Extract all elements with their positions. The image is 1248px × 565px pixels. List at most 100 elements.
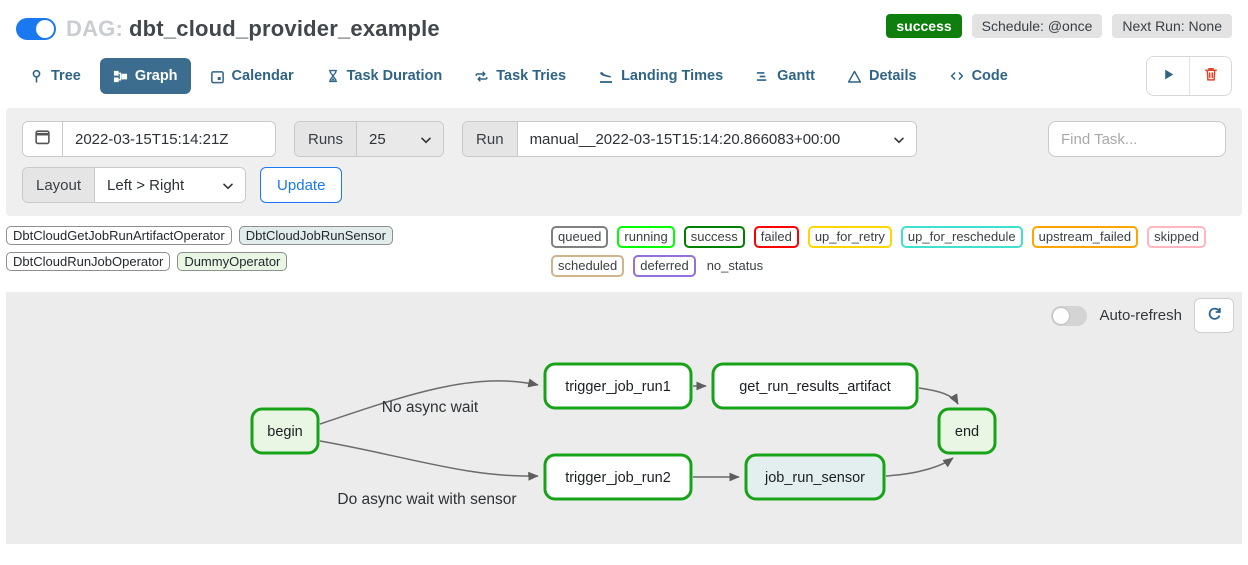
operator-legend-badge[interactable]: DbtCloudRunJobOperator [6, 252, 171, 271]
edge-job_run_sensor-to-end [885, 457, 954, 477]
num-runs-value: 25 [369, 130, 386, 148]
layout-select[interactable]: Left > Right [95, 168, 246, 202]
node-label: end [955, 424, 979, 440]
status-legend-queued[interactable]: queued [551, 226, 609, 248]
tab-label: Graph [134, 68, 178, 84]
dag-run-select[interactable]: manual__2022-03-15T15:14:20.866083+00:00 [517, 122, 916, 156]
plane-landing-icon [598, 68, 614, 84]
auto-refresh-toggle[interactable] [1051, 305, 1088, 326]
dag-node-end[interactable]: end [937, 407, 997, 455]
tree-pin-icon [29, 68, 44, 84]
tab-tree[interactable]: Tree [16, 58, 94, 94]
update-button[interactable]: Update [260, 167, 343, 203]
layout-label: Layout [23, 168, 96, 202]
gantt-icon [755, 69, 770, 84]
status-legend-up_for_reschedule[interactable]: up_for_reschedule [900, 226, 1023, 248]
status-legend-no_status[interactable]: no_status [706, 258, 764, 273]
status-legend-failed[interactable]: failed [753, 226, 799, 248]
tab-gantt[interactable]: Gantt [742, 58, 828, 94]
status-legend-up_for_retry[interactable]: up_for_retry [807, 226, 892, 248]
dag-pause-toggle[interactable] [16, 18, 56, 40]
operator-legend-badge[interactable]: DbtCloudJobRunSensor [238, 226, 393, 245]
dag-node-trigger_job_run2[interactable]: trigger_job_run2 [543, 453, 693, 501]
status-legend-deferred[interactable]: deferred [633, 255, 696, 277]
tab-calendar[interactable]: Calendar [197, 58, 307, 94]
graph-icon [113, 69, 128, 84]
tab-label: Task Duration [346, 68, 443, 84]
tab-details[interactable]: Details [834, 58, 930, 94]
legend-statuses: queued running success failed up_for_retry up… [551, 226, 1242, 277]
find-task-input[interactable] [1048, 121, 1226, 157]
status-legend-upstream_failed[interactable]: upstream_failed [1031, 226, 1139, 248]
chevron-down-icon [421, 131, 431, 148]
tab-label: Calendar [231, 68, 294, 84]
toggle-knob [1053, 307, 1070, 324]
refresh-button[interactable] [1194, 298, 1234, 333]
runs-label: Runs [295, 122, 358, 156]
graph-controls: Auto-refresh [1051, 298, 1234, 333]
chevron-down-icon [893, 131, 904, 148]
edge-get_run_results_artifact-to-end [918, 387, 959, 405]
calendar-icon [210, 69, 225, 84]
trigger-dag-button[interactable] [1147, 57, 1189, 95]
edge-label: No async wait [382, 399, 479, 416]
repeat-icon [474, 69, 489, 84]
next-run-badge: Next Run: None [1112, 14, 1232, 38]
dag-id: dbt_cloud_provider_example [129, 16, 440, 41]
calendar-picker-button[interactable] [23, 122, 63, 156]
node-label: job_run_sensor [764, 470, 865, 486]
run-label: Run [463, 122, 518, 156]
graph-filter-panel: Runs 25 Run manual__2022-03-15T15:14:20.… [6, 108, 1242, 216]
dag-node-trigger_job_run1[interactable]: trigger_job_run1 [543, 362, 693, 410]
dag-run-group: Run manual__2022-03-15T15:14:20.866083+0… [462, 121, 917, 157]
node-box [543, 453, 693, 501]
dag-run-value: manual__2022-03-15T15:14:20.866083+00:00 [529, 130, 841, 148]
node-label: get_run_results_artifact [739, 379, 891, 395]
tab-label: Tree [51, 68, 81, 84]
tab-graph[interactable]: Graph [99, 58, 191, 94]
tab-task-duration[interactable]: Task Duration [313, 58, 456, 94]
dag-node-get_run_results_artifact[interactable]: get_run_results_artifact [711, 362, 919, 410]
num-runs-select[interactable]: 25 [357, 122, 444, 156]
status-legend-skipped[interactable]: skipped [1147, 226, 1206, 248]
dag-action-buttons [1146, 56, 1232, 96]
tab-label: Task Tries [496, 68, 567, 84]
status-legend-success[interactable]: success [683, 226, 745, 248]
dag-header: DAG:dbt_cloud_provider_example success S… [0, 0, 1248, 50]
dag-node-begin[interactable]: begin [250, 407, 320, 455]
operator-legend-badge[interactable]: DbtCloudGetJobRunArtifactOperator [6, 226, 232, 245]
code-icon [949, 69, 965, 83]
status-legend-running[interactable]: running [617, 226, 675, 248]
base-date-group [22, 121, 276, 157]
node-label: begin [267, 424, 302, 440]
toggle-knob [36, 20, 54, 38]
tab-label: Gantt [777, 68, 815, 84]
base-date-input[interactable] [63, 122, 275, 156]
node-box [937, 407, 997, 455]
node-box [250, 407, 320, 455]
refresh-icon [1206, 306, 1223, 326]
tab-landing-times[interactable]: Landing Times [585, 58, 736, 94]
tab-code[interactable]: Code [936, 58, 1021, 94]
edge-begin-to-trigger_job_run2 [319, 440, 539, 481]
status-legend-scheduled[interactable]: scheduled [551, 255, 625, 277]
trash-icon [1203, 66, 1219, 86]
tab-task-tries[interactable]: Task Tries [461, 58, 579, 94]
chevron-down-icon [223, 177, 233, 194]
schedule-badge: Schedule: @once [971, 14, 1103, 38]
page-title: DAG:dbt_cloud_provider_example [66, 16, 440, 42]
num-runs-group: Runs 25 [294, 121, 445, 157]
node-label: trigger_job_run2 [565, 470, 671, 486]
node-box [711, 362, 919, 410]
dag-prefix-label: DAG: [66, 16, 124, 41]
node-box [744, 453, 886, 501]
status-badge: success [886, 14, 962, 38]
dag-node-job_run_sensor[interactable]: job_run_sensor [744, 453, 886, 501]
delete-dag-button[interactable] [1189, 57, 1231, 95]
tab-label: Code [971, 68, 1008, 84]
operator-legend-badge[interactable]: DummyOperator [177, 252, 288, 271]
